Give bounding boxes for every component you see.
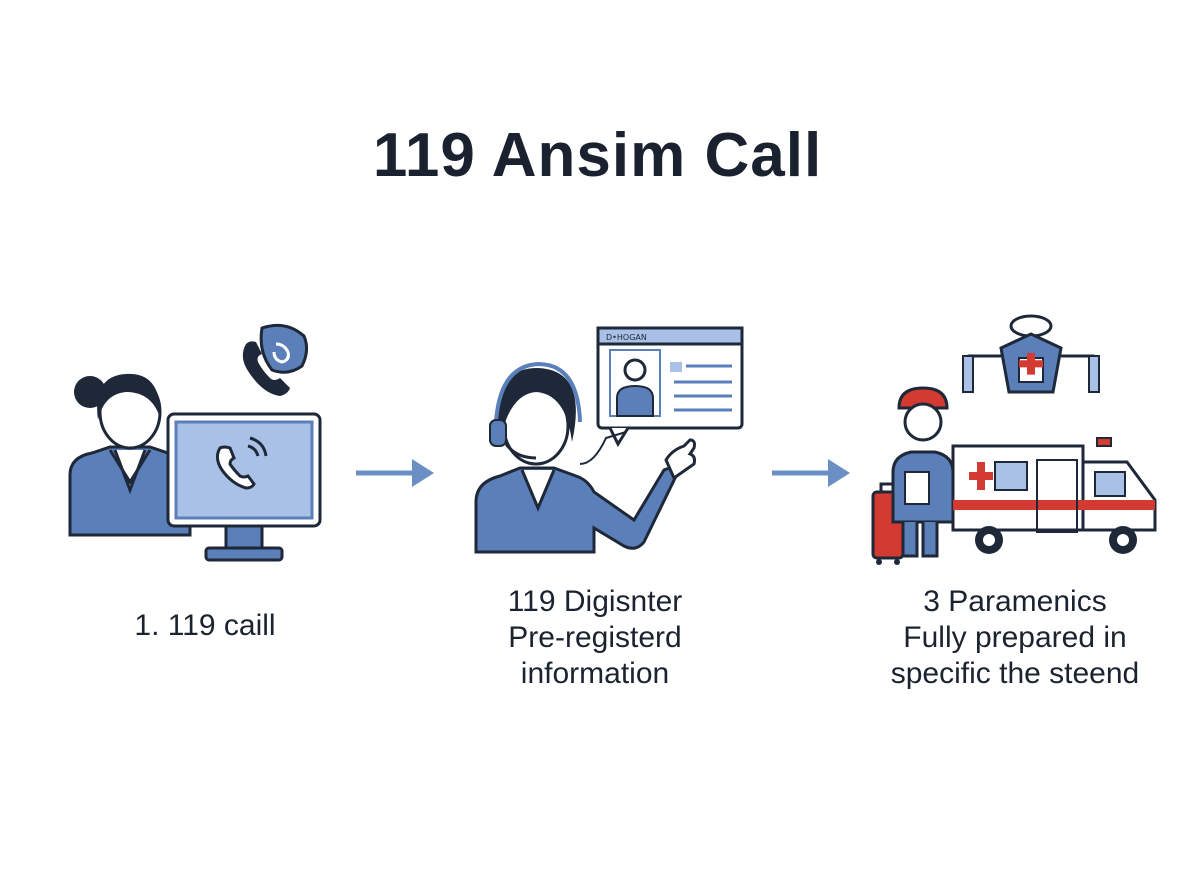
step-3-line-3: specific the steend	[890, 657, 1140, 690]
step-1-illustration	[68, 323, 322, 562]
step-2-illustration: D•HOGAN	[474, 326, 744, 554]
arrow-right-icon	[356, 459, 434, 487]
step-2-line-3: information	[520, 657, 670, 690]
step-2-label: 119 Digisnter Pre-registerd information	[470, 584, 720, 692]
arrow-right-icon	[772, 459, 850, 487]
step-1-line-1: 1. 119 caill	[134, 609, 276, 642]
step-2-line-1: 119 Digisnter	[507, 585, 683, 618]
step-2-line-2: Pre-registerd	[508, 621, 682, 654]
ambulance-icon	[951, 437, 1157, 554]
step-3-illustration	[871, 314, 1157, 565]
step-1-label: 1. 119 caill	[100, 608, 310, 644]
caller-person-icon	[68, 373, 192, 537]
medical-drone-icon	[962, 314, 1100, 394]
step-3-line-1: 3 Paramenics	[923, 585, 1107, 618]
page-title: 119 Ansim Call	[372, 121, 823, 190]
step-3-label: 3 Paramenics Fully prepared in specific …	[860, 584, 1170, 692]
phone-call-icon	[242, 323, 309, 396]
registered-info-screen-icon: D•HOGAN	[596, 326, 744, 448]
paramedic-person-icon	[891, 386, 955, 558]
step-3-line-2: Fully prepared in	[903, 621, 1127, 654]
monitor-icon	[166, 412, 322, 562]
screen-header-text: D•HOGAN	[606, 333, 647, 342]
operator-person-icon	[474, 361, 696, 554]
